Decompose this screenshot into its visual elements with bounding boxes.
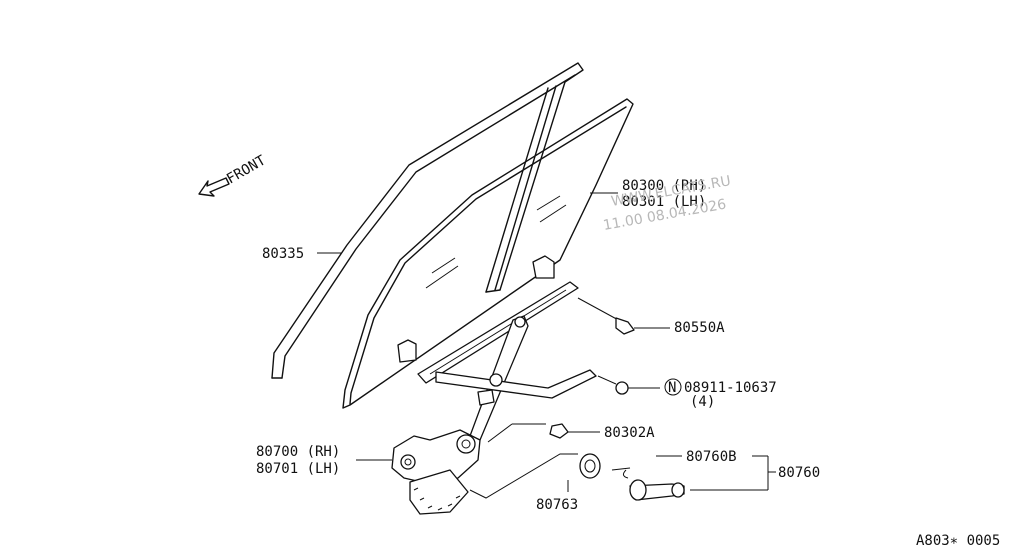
label-80760: 80760 <box>778 465 820 481</box>
label-80763: 80763 <box>536 497 578 513</box>
bolt-80550a <box>577 297 670 335</box>
label-80335: 80335 <box>262 246 304 262</box>
regulator-handle-80760 <box>611 455 776 501</box>
glass-bracket-front <box>397 339 417 363</box>
label-08911-qty: (4) <box>690 394 715 410</box>
label-80302a: 80302A <box>604 425 655 441</box>
glass-bracket-rear <box>532 255 555 279</box>
nut-08911 <box>597 375 682 396</box>
regulator-arms <box>435 315 597 441</box>
label-80760b: 80760B <box>686 449 737 465</box>
label-80301-lh: 80301 (LH) <box>622 194 706 210</box>
bolt-80302a <box>487 423 600 443</box>
regulator-rail <box>417 281 579 384</box>
label-08911-10637: 08911-10637 <box>684 380 777 396</box>
label-80700-rh: 80700 (RH) <box>256 444 340 460</box>
label-80550a: 80550A <box>674 320 725 336</box>
glass-run-channel <box>271 62 584 379</box>
label-80300-rh: 80300 (RH) <box>622 178 706 194</box>
grommet-80763 <box>469 453 601 499</box>
regulator-base <box>391 429 481 515</box>
nut-prefix-symbol: N <box>668 380 676 396</box>
diagram-code: A803∗ 0005 <box>916 533 1000 549</box>
door-glass <box>342 98 634 409</box>
label-80701-lh: 80701 (LH) <box>256 461 340 477</box>
front-label: FRONT <box>224 152 269 187</box>
front-arrow-icon <box>198 177 230 197</box>
